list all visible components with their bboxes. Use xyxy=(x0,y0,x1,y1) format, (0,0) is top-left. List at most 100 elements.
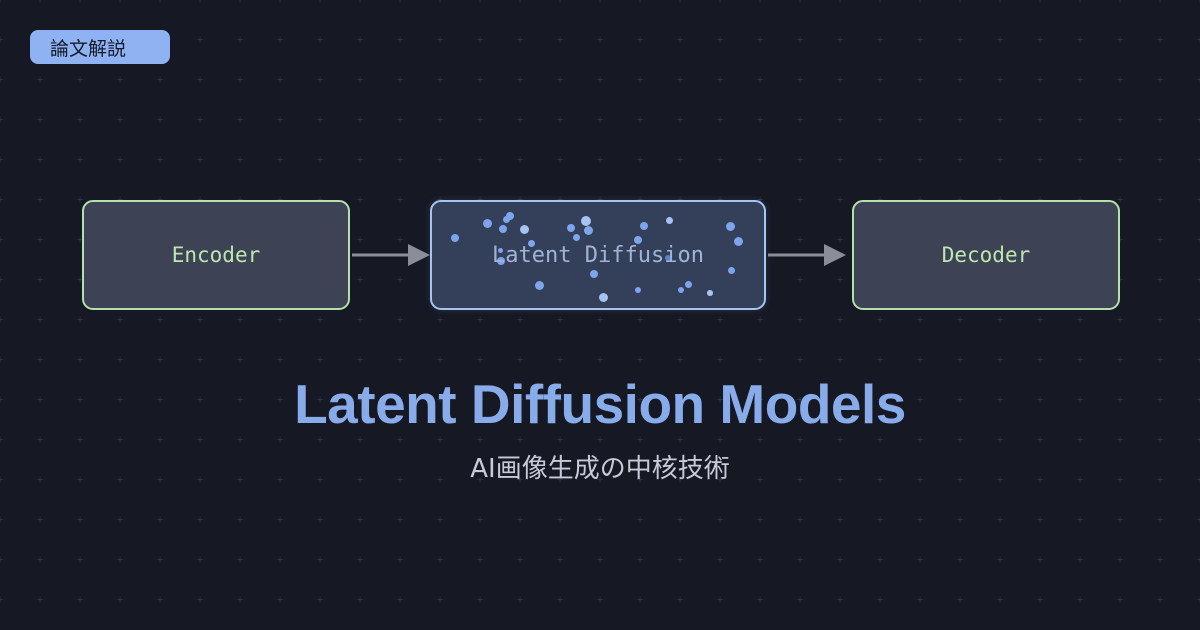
grid-cross-icon: + xyxy=(0,593,3,606)
grid-cross-icon: + xyxy=(956,72,964,86)
arrow-latent-to-decoder-icon xyxy=(768,244,846,266)
grid-cross-icon: + xyxy=(436,512,444,526)
grid-cross-icon: + xyxy=(837,0,844,6)
grid-cross-icon: + xyxy=(996,32,1004,46)
grid-cross-icon: + xyxy=(116,112,124,126)
grid-cross-icon: + xyxy=(0,73,3,86)
grid-cross-icon: + xyxy=(716,72,724,86)
grid-cross-icon: + xyxy=(36,352,44,366)
grid-cross-icon: + xyxy=(396,552,404,566)
grid-cross-icon: + xyxy=(196,72,204,86)
grid-cross-icon: + xyxy=(836,512,844,526)
grid-cross-icon: + xyxy=(356,512,364,526)
grid-cross-icon: + xyxy=(1116,112,1124,126)
grid-cross-icon: + xyxy=(276,112,284,126)
grid-cross-icon: + xyxy=(1156,512,1164,526)
grid-cross-icon: + xyxy=(596,552,604,566)
grid-cross-icon: + xyxy=(396,192,404,206)
grid-cross-icon: + xyxy=(396,512,404,526)
grid-cross-icon: + xyxy=(796,32,804,46)
grid-cross-icon: + xyxy=(836,552,844,566)
noise-dot xyxy=(733,236,743,246)
noise-dot xyxy=(590,270,598,278)
grid-cross-icon: + xyxy=(0,553,3,566)
grid-cross-icon: + xyxy=(516,312,524,326)
grid-cross-icon: + xyxy=(76,312,84,326)
grid-cross-icon: + xyxy=(156,512,164,526)
grid-cross-icon: + xyxy=(1076,112,1084,126)
grid-cross-icon: + xyxy=(636,552,644,566)
grid-cross-icon: + xyxy=(676,592,684,606)
grid-cross-icon: + xyxy=(1116,552,1124,566)
grid-cross-icon: + xyxy=(356,312,364,326)
grid-cross-icon: + xyxy=(836,352,844,366)
grid-cross-icon: + xyxy=(396,312,404,326)
grid-cross-icon: + xyxy=(356,192,364,206)
grid-cross-icon: + xyxy=(797,0,804,6)
grid-cross-icon: + xyxy=(396,152,404,166)
grid-cross-icon: + xyxy=(996,112,1004,126)
grid-cross-icon: + xyxy=(76,512,84,526)
grid-cross-icon: + xyxy=(876,112,884,126)
grid-cross-icon: + xyxy=(476,552,484,566)
grid-cross-icon: + xyxy=(756,152,764,166)
grid-cross-icon: + xyxy=(1156,272,1164,286)
grid-cross-icon: + xyxy=(236,32,244,46)
grid-cross-icon: + xyxy=(76,72,84,86)
grid-cross-icon: + xyxy=(1076,592,1084,606)
grid-cross-icon: + xyxy=(196,352,204,366)
grid-cross-icon: + xyxy=(76,592,84,606)
grid-cross-icon: + xyxy=(276,512,284,526)
grid-cross-icon: + xyxy=(196,152,204,166)
grid-cross-icon: + xyxy=(917,0,924,6)
grid-cross-icon: + xyxy=(236,592,244,606)
grid-cross-icon: + xyxy=(1036,552,1044,566)
grid-cross-icon: + xyxy=(237,0,244,6)
grid-cross-icon: + xyxy=(556,592,564,606)
grid-cross-icon: + xyxy=(956,152,964,166)
grid-cross-icon: + xyxy=(956,32,964,46)
grid-cross-icon: + xyxy=(596,112,604,126)
grid-cross-icon: + xyxy=(956,592,964,606)
grid-cross-icon: + xyxy=(1076,552,1084,566)
grid-cross-icon: + xyxy=(556,72,564,86)
grid-cross-icon: + xyxy=(476,352,484,366)
grid-cross-icon: + xyxy=(476,72,484,86)
grid-cross-icon: + xyxy=(157,0,164,6)
grid-cross-icon: + xyxy=(36,112,44,126)
grid-cross-icon: + xyxy=(1116,512,1124,526)
grid-cross-icon: + xyxy=(916,552,924,566)
grid-cross-icon: + xyxy=(516,512,524,526)
grid-cross-icon: + xyxy=(1036,592,1044,606)
grid-cross-icon: + xyxy=(316,352,324,366)
grid-cross-icon: + xyxy=(796,512,804,526)
grid-cross-icon: + xyxy=(756,312,764,326)
grid-cross-icon: + xyxy=(876,312,884,326)
grid-cross-icon: + xyxy=(236,112,244,126)
grid-cross-icon: + xyxy=(36,512,44,526)
grid-cross-icon: + xyxy=(1157,0,1164,6)
grid-cross-icon: + xyxy=(756,72,764,86)
page-title: Latent Diffusion Models xyxy=(294,373,906,435)
grid-cross-icon: + xyxy=(517,0,524,6)
grid-cross-icon: + xyxy=(236,312,244,326)
grid-cross-icon: + xyxy=(1156,32,1164,46)
grid-cross-icon: + xyxy=(637,0,644,6)
grid-cross-icon: + xyxy=(556,112,564,126)
grid-cross-icon: + xyxy=(676,312,684,326)
grid-cross-icon: + xyxy=(1076,512,1084,526)
grid-cross-icon: + xyxy=(36,272,44,286)
grid-cross-icon: + xyxy=(916,152,924,166)
grid-cross-icon: + xyxy=(1156,192,1164,206)
grid-cross-icon: + xyxy=(276,552,284,566)
grid-cross-icon: + xyxy=(316,72,324,86)
grid-cross-icon: + xyxy=(356,32,364,46)
grid-cross-icon: + xyxy=(196,552,204,566)
grid-cross-icon: + xyxy=(676,352,684,366)
grid-cross-icon: + xyxy=(0,0,3,6)
noise-dot xyxy=(583,225,593,235)
grid-cross-icon: + xyxy=(316,552,324,566)
grid-cross-icon: + xyxy=(356,552,364,566)
grid-cross-icon: + xyxy=(676,512,684,526)
